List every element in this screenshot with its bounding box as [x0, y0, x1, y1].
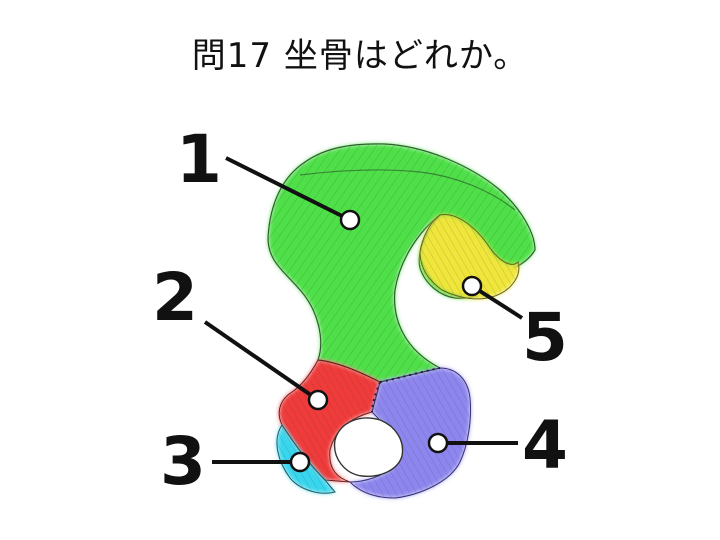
- leader-4: [427, 432, 518, 454]
- region-4: [348, 367, 471, 499]
- leader-2: [203, 320, 329, 411]
- region-5: [419, 214, 520, 300]
- obturator-foramen: [333, 417, 404, 477]
- suture-line: [371, 381, 381, 413]
- label-1: 1: [176, 121, 222, 198]
- label-2: 2: [152, 259, 198, 336]
- label-3: 3: [160, 423, 206, 500]
- label-4: 4: [522, 407, 568, 484]
- leader-5: [461, 275, 524, 320]
- question-title: 問17 坐骨はどれか。: [191, 36, 529, 76]
- label-5: 5: [522, 299, 568, 376]
- suture-line: [379, 367, 441, 383]
- leader-1: [225, 156, 361, 231]
- region-1-ilium: [267, 143, 536, 383]
- leader-3: [212, 451, 311, 473]
